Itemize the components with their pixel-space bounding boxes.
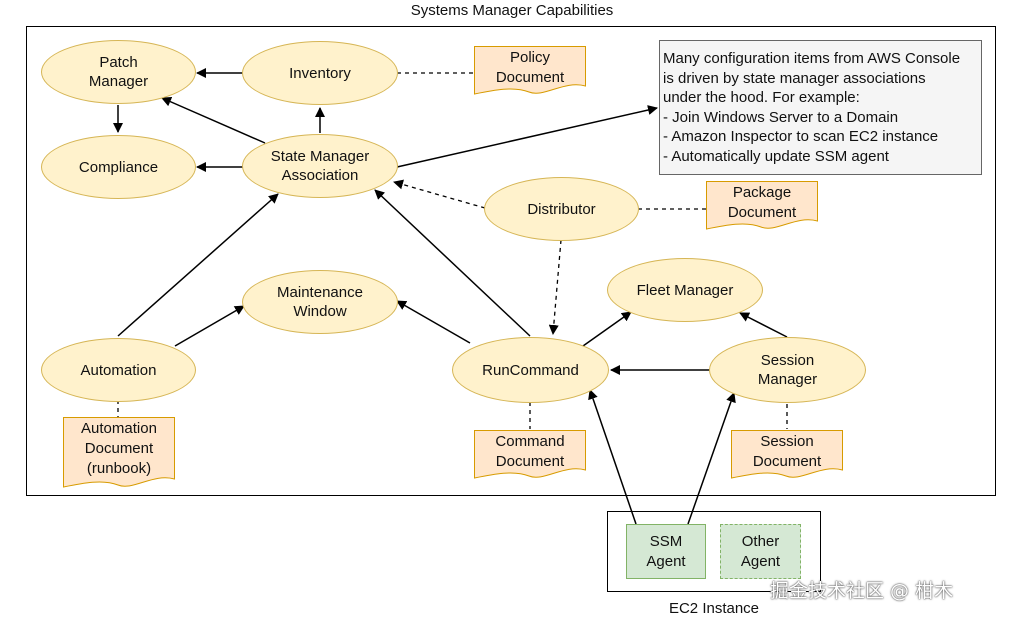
automation-document[interactable]: Automation Document (runbook) <box>63 417 175 489</box>
note-line: - Join Windows Server to a Domain <box>663 108 899 126</box>
state-manager-association-node[interactable]: State Manager Association <box>242 134 398 198</box>
container-title: Systems Manager Capabilities <box>410 2 614 19</box>
note-line: - Automatically update SSM agent <box>663 147 889 165</box>
inventory-label: Inventory <box>289 64 351 82</box>
policy-document-label: Policy Document <box>495 49 565 86</box>
state-manager-association-label: State Manager Association <box>270 148 370 184</box>
other-agent-label: Other Agent <box>740 532 781 570</box>
session-manager-label: Session Manager <box>757 352 818 388</box>
note-line: - Amazon Inspector to scan EC2 instance <box>663 128 939 146</box>
patch-manager-node[interactable]: Patch Manager <box>41 40 196 104</box>
run-command-label: RunCommand <box>482 361 579 379</box>
edge-runcommand-maintenance <box>396 300 471 344</box>
edge-ssm-session <box>687 392 736 525</box>
session-document[interactable]: Session Document <box>731 430 843 480</box>
command-document[interactable]: Command Document <box>474 430 586 480</box>
state-manager-note: Many configuration items from AWS Consol… <box>659 40 982 175</box>
patch-manager-label: Patch Manager <box>88 54 149 90</box>
distributor-node[interactable]: Distributor <box>484 177 639 241</box>
package-document-shape <box>706 181 818 230</box>
fleet-manager-node[interactable]: Fleet Manager <box>607 258 763 322</box>
automation-label: Automation <box>80 361 157 379</box>
automation-node[interactable]: Automation <box>41 338 196 402</box>
edge-ssm-runcommand <box>588 389 637 525</box>
edge-state-patch <box>161 97 266 144</box>
systems-manager-container <box>26 26 996 496</box>
compliance-node[interactable]: Compliance <box>41 135 196 199</box>
run-command-node[interactable]: RunCommand <box>452 337 609 403</box>
package-document[interactable]: Package Document <box>706 181 818 231</box>
policy-document-shape <box>474 46 586 95</box>
distributor-label: Distributor <box>527 200 596 218</box>
edge-session-fleet <box>739 312 788 338</box>
automation-document-label: Automation Document (runbook) <box>81 420 157 477</box>
note-line: under the hood. For example: <box>663 89 860 107</box>
compliance-label: Compliance <box>78 158 159 176</box>
ec2-instance-container <box>607 511 821 592</box>
session-document-label: Session Document <box>752 433 822 470</box>
policy-document[interactable]: Policy Document <box>474 46 586 96</box>
session-manager-node[interactable]: Session Manager <box>709 337 866 403</box>
edge-runcommand-fleet <box>582 311 632 347</box>
automation-document-shape <box>63 417 175 488</box>
fleet-manager-label: Fleet Manager <box>636 281 734 299</box>
command-document-shape <box>474 430 586 479</box>
edge-automation-state <box>117 193 279 337</box>
note-line: Many configuration items from AWS Consol… <box>663 50 961 67</box>
edge-state-note <box>396 105 658 168</box>
other-agent-box[interactable]: Other Agent <box>720 524 801 579</box>
watermark-text: 掘金技术社区 @ 柑木 <box>770 580 954 602</box>
inventory-node[interactable]: Inventory <box>242 41 398 105</box>
session-document-shape <box>731 430 843 479</box>
edge-runcommand-state <box>374 189 531 337</box>
edge-automation-maintenance <box>174 305 245 347</box>
maintenance-window-node[interactable]: Maintenance Window <box>242 270 398 334</box>
ssm-agent-box[interactable]: SSM Agent <box>626 524 706 579</box>
note-line: is driven by state manager associations <box>663 69 926 87</box>
maintenance-window-label: Maintenance Window <box>277 284 363 320</box>
ec2-instance-label: EC2 Instance <box>668 600 760 617</box>
command-document-label: Command Document <box>495 433 565 470</box>
ssm-agent-label: SSM Agent <box>646 532 686 570</box>
package-document-label: Package Document <box>727 184 797 221</box>
